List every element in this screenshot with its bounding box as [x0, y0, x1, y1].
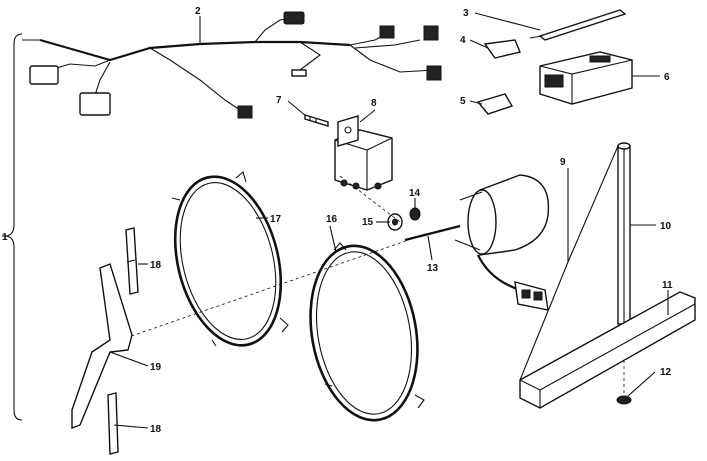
part-17-ring [171, 171, 289, 347]
part-5-clip [476, 93, 514, 115]
callout-10: 10 [660, 221, 672, 232]
callout-8: 8 [371, 98, 377, 109]
part-13-motor [404, 174, 550, 311]
callout-15: 15 [362, 217, 374, 228]
callout-18-bottom: 18 [150, 424, 162, 435]
part-9-bracket-lines [519, 145, 619, 381]
part-4-clip [483, 39, 521, 59]
callout-4: 4 [460, 35, 466, 46]
assembly-lines [119, 175, 421, 341]
part-16-ring [309, 242, 425, 422]
part-8-relay [334, 115, 393, 191]
callout-labels: 1 2 3 4 5 6 7 8 9 10 11 12 13 14 15 16 1… [2, 6, 673, 435]
callout-14: 14 [409, 188, 421, 199]
callout-16: 16 [326, 214, 338, 225]
part-18-strip-top [125, 227, 139, 295]
callout-11: 11 [662, 280, 673, 291]
part-15-washer [387, 213, 403, 231]
leader-lines [109, 12, 669, 429]
callout-17: 17 [270, 214, 282, 225]
part-3-rod [529, 9, 627, 41]
part-12-nut [616, 395, 632, 405]
part-18-strip-bottom [107, 392, 119, 455]
part-6-control-unit [539, 51, 633, 105]
callout-13: 13 [427, 263, 439, 274]
callout-7: 7 [276, 95, 282, 106]
assembly-brace [2, 33, 23, 421]
part-11-rail [519, 291, 696, 409]
wiring-harness [22, 11, 442, 119]
callout-9: 9 [560, 157, 566, 168]
callout-1: 1 [2, 232, 8, 243]
callout-6: 6 [664, 72, 670, 83]
callout-12: 12 [660, 367, 672, 378]
callout-3: 3 [463, 8, 469, 19]
part-7-bolt [304, 114, 329, 127]
callout-5: 5 [460, 96, 466, 107]
callout-2: 2 [195, 6, 201, 17]
part-19-bracket [71, 263, 133, 430]
callout-18-top: 18 [150, 260, 162, 271]
callout-19: 19 [150, 362, 162, 373]
